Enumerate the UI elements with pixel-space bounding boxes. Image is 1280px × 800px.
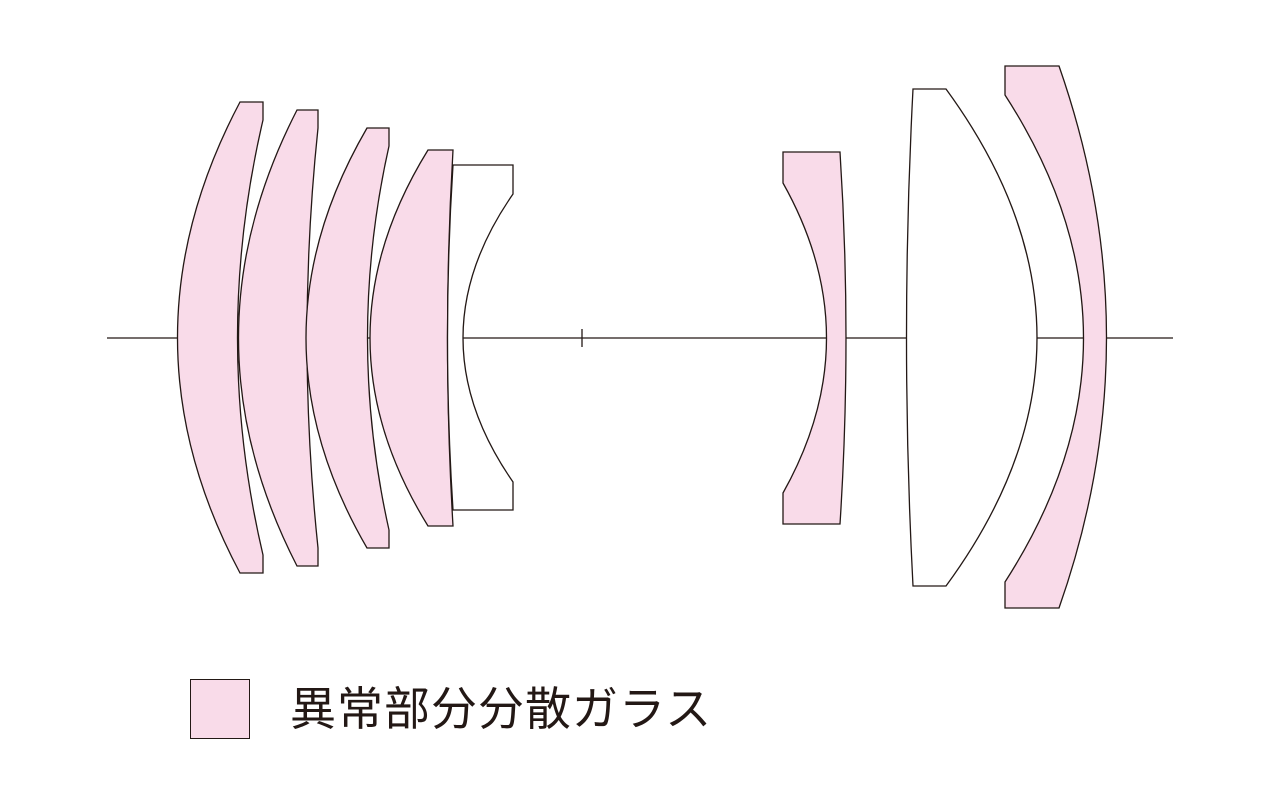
legend-label: 異常部分分散ガラス: [290, 682, 713, 736]
lens-element-front-1: [176, 101, 264, 574]
legend: 異常部分分散ガラス: [190, 677, 712, 741]
lens-element-rear-2: [905, 88, 1038, 587]
lens-element-front-3: [305, 127, 390, 549]
lens-element-rear-3: [1004, 65, 1108, 609]
lens-element-rear-1: [782, 151, 847, 525]
lens-element-front-4: [369, 149, 454, 527]
legend-swatch: [190, 679, 250, 739]
lens-element-front-5: [446, 164, 514, 511]
lens-element-front-2: [237, 109, 319, 567]
